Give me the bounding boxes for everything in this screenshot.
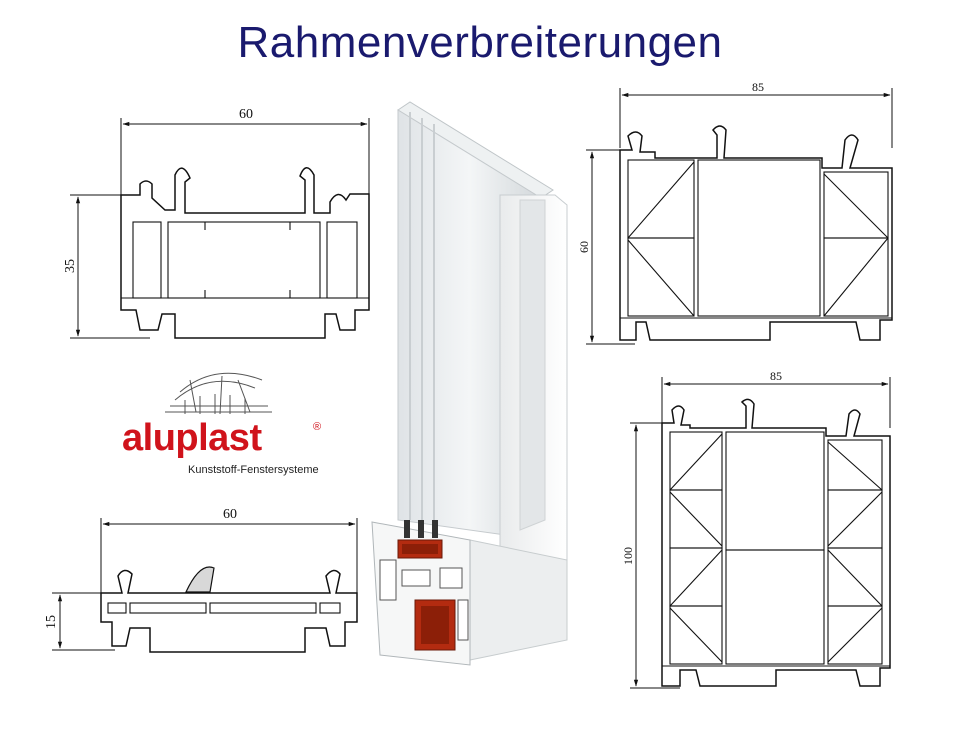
- profile-section-bottom-left: [100, 566, 358, 653]
- height-label-top-right: 60: [577, 241, 591, 253]
- dimension-height-top-left: 35: [63, 194, 150, 339]
- width-label-top-left: 60: [239, 107, 253, 122]
- profile-section-bottom-right: [661, 398, 891, 687]
- dimension-width-top-left: 60: [120, 107, 370, 200]
- page-title: Rahmenverbreiterungen: [237, 18, 723, 67]
- dimension-width-bottom-left: 60: [100, 507, 358, 596]
- dimension-width-bottom-right: 85: [661, 369, 891, 428]
- window-cutaway-render: [371, 101, 568, 666]
- profile-bottom-right: 85 100: [621, 369, 891, 689]
- house-sketch-icon: [165, 372, 272, 415]
- dimension-height-top-right: 60: [577, 149, 635, 345]
- dimension-height-bottom-left: 15: [44, 592, 115, 651]
- height-label-bottom-left: 15: [44, 615, 59, 629]
- profile-top-left: 60 35: [63, 107, 370, 339]
- width-label-bottom-right: 85: [770, 369, 782, 383]
- profile-bottom-left: 60 15: [44, 507, 358, 653]
- height-label-top-left: 35: [63, 259, 78, 273]
- profile-section-top-right: [619, 125, 893, 341]
- dimension-width-top-right: 85: [619, 80, 893, 148]
- brand-tagline: Kunststoff-Fenstersysteme: [188, 464, 319, 476]
- aluplast-logo: aluplast ® Kunststoff-Fenstersysteme: [122, 372, 321, 476]
- brand-name: aluplast: [122, 417, 262, 459]
- height-label-bottom-right: 100: [621, 547, 635, 565]
- width-label-bottom-left: 60: [223, 507, 237, 522]
- dimension-height-bottom-right: 100: [621, 422, 680, 689]
- width-label-top-right: 85: [752, 80, 764, 94]
- registered-mark: ®: [313, 421, 321, 433]
- profile-top-right: 85 60: [577, 80, 893, 345]
- profile-section-top-left: [120, 167, 370, 339]
